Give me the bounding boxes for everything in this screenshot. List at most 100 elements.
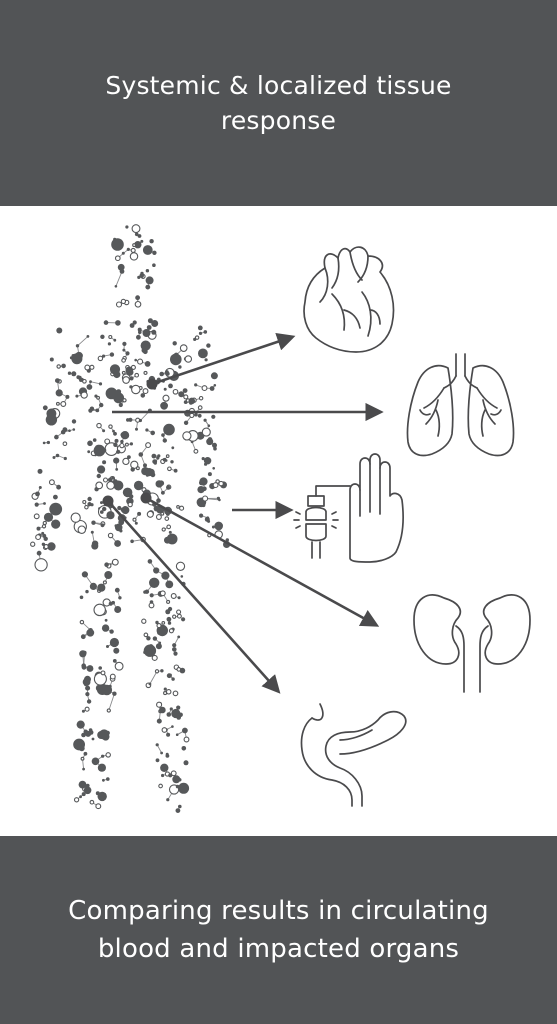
- network-dot: [96, 422, 102, 429]
- network-dot: [165, 689, 172, 695]
- network-dot: [77, 525, 87, 534]
- kidneys-icon: [413, 594, 531, 693]
- network-dot: [156, 718, 162, 724]
- network-dot: [160, 751, 164, 755]
- network-dot: [137, 327, 142, 332]
- network-dot: [41, 524, 47, 529]
- network-dot: [75, 344, 80, 348]
- network-dot: [188, 397, 196, 405]
- network-dot: [166, 732, 171, 737]
- network-dot: [107, 532, 114, 539]
- network-dot: [151, 453, 157, 459]
- network-dot: [97, 763, 106, 772]
- network-dot: [150, 430, 155, 436]
- network-dot: [149, 600, 154, 604]
- network-dot: [197, 413, 202, 418]
- header-title: Systemic & localized tissue response: [105, 71, 452, 135]
- network-dot: [146, 636, 151, 641]
- network-dot: [56, 484, 61, 490]
- network-dot: [178, 782, 190, 794]
- network-dot: [113, 431, 117, 436]
- network-dot: [176, 613, 182, 619]
- network-dot: [136, 334, 141, 340]
- network-dot: [181, 746, 187, 751]
- network-dot: [141, 618, 147, 624]
- network-dot: [151, 329, 157, 335]
- network-dot: [146, 510, 154, 518]
- network-dot: [118, 519, 125, 526]
- network-dot: [121, 370, 126, 375]
- network-dot: [112, 691, 117, 696]
- network-dot: [98, 666, 102, 670]
- network-dot: [172, 341, 177, 346]
- network-dot: [212, 467, 215, 470]
- network-dot: [52, 456, 56, 459]
- network-dot: [207, 424, 211, 427]
- network-dot: [46, 440, 51, 445]
- network-dot: [119, 529, 123, 533]
- network-dot: [89, 582, 97, 590]
- network-dot: [111, 476, 115, 480]
- network-dot: [116, 389, 122, 395]
- network-dot: [117, 505, 122, 511]
- network-dot: [218, 480, 224, 487]
- network-dot: [34, 558, 48, 572]
- network-dot: [162, 438, 167, 443]
- network-dot: [134, 241, 142, 249]
- network-dot: [89, 799, 95, 805]
- network-dot: [87, 496, 92, 502]
- network-dot: [71, 419, 77, 424]
- network-dot: [48, 479, 55, 486]
- network-dot: [63, 456, 67, 461]
- network-dot: [101, 624, 110, 632]
- network-dot: [30, 541, 36, 547]
- network-dot: [182, 388, 188, 393]
- network-dot: [183, 760, 189, 766]
- network-dot: [171, 725, 174, 728]
- network-dot: [103, 320, 109, 325]
- network-dot: [211, 414, 216, 419]
- network-dot: [166, 673, 172, 679]
- network-dot: [122, 398, 127, 403]
- network-dot: [211, 525, 215, 529]
- network-dot: [225, 538, 229, 542]
- network-dot: [109, 673, 116, 680]
- network-dot: [129, 252, 139, 261]
- network-dot: [145, 276, 154, 285]
- network-dot: [49, 502, 63, 516]
- network-dot: [137, 511, 142, 516]
- network-dot: [76, 720, 85, 729]
- network-dot: [72, 428, 76, 431]
- network-dot: [79, 595, 84, 600]
- network-dot: [143, 463, 147, 468]
- network-dot: [95, 803, 102, 810]
- network-dot: [170, 593, 177, 599]
- network-dot: [56, 364, 61, 369]
- network-dot: [161, 621, 166, 625]
- network-dot: [140, 393, 146, 398]
- network-dot: [158, 783, 163, 789]
- network-dot: [129, 323, 135, 328]
- network-dot: [90, 530, 94, 534]
- network-dot: [108, 334, 113, 340]
- network-dot: [182, 727, 188, 734]
- network-dot: [108, 684, 112, 688]
- network-dot: [163, 766, 168, 770]
- network-dot: [43, 502, 46, 505]
- network-dot: [78, 745, 85, 752]
- network-dot: [132, 243, 137, 248]
- lungs-icon: [406, 353, 515, 457]
- network-dot: [197, 325, 203, 331]
- network-dot: [201, 427, 211, 437]
- network-dot: [115, 301, 123, 308]
- network-dot: [175, 733, 179, 736]
- network-dot: [100, 334, 105, 339]
- network-dot: [41, 542, 46, 546]
- network-dot: [117, 263, 125, 271]
- network-dot: [43, 512, 54, 522]
- network-dot: [89, 406, 95, 411]
- network-dot: [122, 457, 130, 466]
- network-dot: [113, 370, 121, 379]
- network-dot: [160, 669, 164, 673]
- network-dot: [202, 486, 207, 492]
